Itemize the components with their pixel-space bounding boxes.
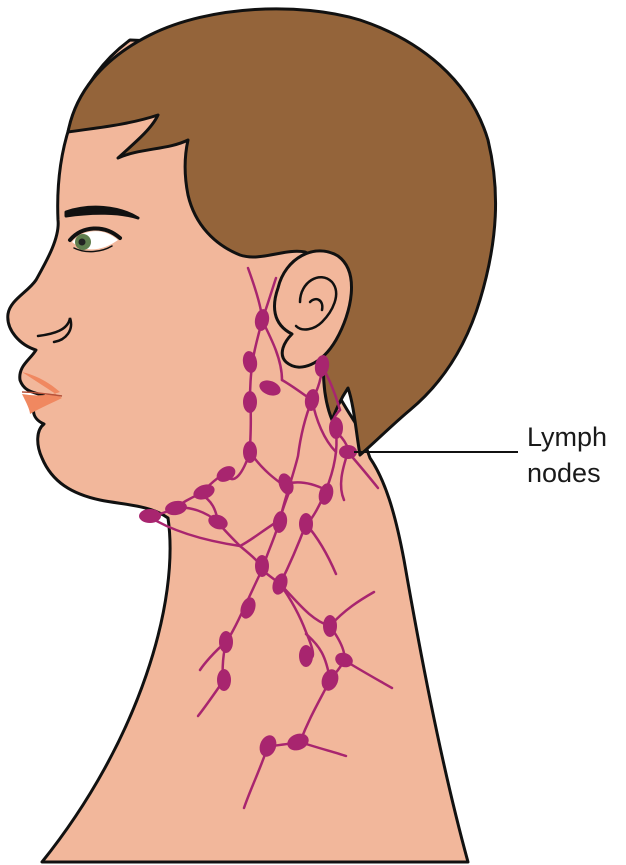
- lymph-nodes-label: Lymph nodes: [527, 422, 615, 488]
- label-line-2: nodes: [527, 458, 601, 488]
- lymph-node: [299, 513, 313, 535]
- lymph-node: [323, 615, 337, 637]
- lymph-node: [255, 555, 269, 577]
- lymph-node: [243, 391, 257, 413]
- lymph-node: [139, 509, 161, 523]
- eye-pupil: [79, 239, 86, 246]
- lymph-node: [329, 417, 343, 439]
- lymph-node: [243, 441, 257, 463]
- label-line-1: Lymph: [527, 422, 607, 452]
- lymph-node: [217, 669, 231, 691]
- lymph-node: [219, 631, 233, 653]
- lymph-node: [299, 645, 313, 667]
